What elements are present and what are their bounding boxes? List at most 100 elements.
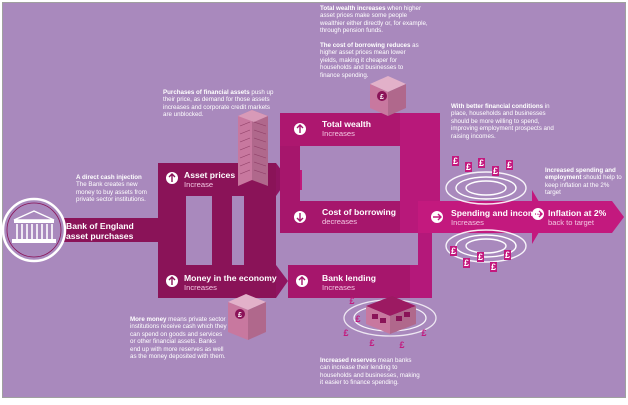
- pound-sign-icon: £: [450, 246, 457, 256]
- wealth-block-icon: £: [370, 76, 406, 116]
- note-financial-assets-body: push up their price, as demand for those…: [163, 89, 274, 119]
- note-cash-head: A direct cash injection: [76, 174, 142, 181]
- total-wealth-label: Total wealth Increases: [322, 119, 371, 138]
- svg-text:£: £: [507, 160, 512, 170]
- money-title: Money in the economy: [184, 273, 277, 283]
- pound-sign-icon: £: [478, 158, 485, 168]
- spending-label: Spending and income Increases: [451, 208, 540, 227]
- inflation-label: Inflation at 2% back to target: [548, 208, 606, 227]
- up-arrow-icon: [294, 123, 306, 135]
- note-more-money-head: More money: [130, 316, 167, 323]
- note-wealth-body: when higher asset prices make some peopl…: [320, 5, 428, 35]
- borrowing-sub: decreases: [322, 217, 358, 226]
- pound-coins-icon: £ £ £ £ £ £ £ £ £ £: [450, 156, 513, 272]
- inflation-title: Inflation at 2%: [548, 208, 607, 218]
- note-total-wealth: Total wealth increases when higher asset…: [320, 5, 432, 35]
- boe-label: Bank of England asset purchases: [66, 221, 134, 241]
- note-cost-of-borrowing: The cost of borrowing reduces as higher …: [320, 42, 420, 79]
- note-increased-spending-body: should help to keep inflation at the 2% …: [545, 174, 622, 197]
- note-conditions-body: in place, households and businesses shou…: [451, 103, 554, 140]
- svg-text:£: £: [380, 94, 384, 101]
- note-increased-spending-head: Increased spending and employment: [545, 167, 616, 182]
- money-sub: Increases: [184, 283, 217, 292]
- inflation-arrow: [534, 201, 624, 233]
- pound-sign-icon: £: [349, 296, 354, 306]
- right-arrow-icon: [431, 211, 443, 223]
- note-reserves-head: Increased reserves: [320, 357, 377, 364]
- bank-of-england-building-icon: [1, 197, 67, 263]
- inner-connector-right: [244, 196, 276, 265]
- pound-sign-icon: £: [355, 314, 360, 324]
- bank-lending-label: Bank lending Increases: [322, 273, 376, 292]
- note-reserves-body: mean banks can increase their lending to…: [320, 357, 420, 387]
- inflation-sub: back to target: [548, 218, 595, 227]
- borrowing-label: Cost of borrowing decreases: [322, 207, 396, 226]
- note-borrow-head: The cost of borrowing reduces: [320, 42, 411, 49]
- note-more-money: More money means private sector institut…: [130, 316, 228, 360]
- note-increased-spending: Increased spending and employment should…: [545, 167, 625, 197]
- spending-arrow: [418, 190, 548, 244]
- note-borrow-body: as higher asset prices mean lower yields…: [320, 42, 419, 79]
- bank-lending-title: Bank lending: [322, 273, 376, 283]
- svg-text:£: £: [505, 250, 510, 260]
- pound-sign-icon: £: [506, 160, 513, 170]
- bank-lending-arrowhead: [410, 220, 432, 298]
- bank-lending-sub: Increases: [322, 283, 355, 292]
- note-cash-injection: A direct cash injection The Bank creates…: [76, 174, 156, 204]
- boe-line2: asset purchases: [66, 231, 134, 241]
- boe-arrow: [60, 208, 172, 252]
- pound-sign-icon: £: [369, 338, 374, 348]
- asset-prices-sub: Increase: [184, 180, 214, 189]
- svg-text:£: £: [479, 158, 484, 168]
- svg-text:£: £: [453, 156, 458, 166]
- down-arrow-icon: [294, 211, 306, 223]
- inner-connector-left: [212, 196, 232, 265]
- note-cash-body: The Bank creates new money to buy assets…: [76, 181, 147, 204]
- money-block-icon: £: [228, 294, 266, 340]
- svg-text:£: £: [491, 262, 496, 272]
- note-increased-reserves: Increased reserves mean banks can increa…: [320, 357, 420, 387]
- bank-pound-signs-icon: £ £ £ £ £ £: [343, 296, 426, 350]
- money-arrowhead: [276, 265, 288, 298]
- spending-sub: Increases: [451, 218, 484, 227]
- pound-sign-icon: £: [421, 328, 426, 338]
- svg-text:£: £: [478, 252, 483, 262]
- svg-text:£: £: [466, 162, 471, 172]
- total-wealth-sub: Increases: [322, 129, 355, 138]
- pound-sign-icon: £: [463, 258, 470, 268]
- note-financial-assets: Purchases of financial assets push up th…: [163, 89, 278, 119]
- up-arrow-icon: [296, 275, 308, 287]
- right-arrow-icon: [532, 208, 544, 220]
- pound-sign-icon: £: [465, 162, 472, 172]
- svg-text:£: £: [451, 246, 456, 256]
- note-financial-assets-head: Purchases of financial assets: [163, 89, 250, 96]
- svg-text:£: £: [493, 166, 498, 176]
- pound-sign-icon: £: [492, 166, 499, 176]
- spending-title: Spending and income: [451, 208, 541, 218]
- borrowing-title: Cost of borrowing: [322, 207, 396, 217]
- pound-sign-icon: £: [490, 262, 497, 272]
- note-conditions-head: With better financial conditions: [451, 103, 544, 110]
- money-label: Money in the economy Increases: [184, 273, 277, 292]
- bank-lending-box: [288, 265, 410, 298]
- diagram-frame: [2, 2, 626, 398]
- svg-text:£: £: [238, 312, 242, 319]
- note-wealth-head: Total wealth increases: [320, 5, 386, 12]
- total-wealth-title: Total wealth: [322, 119, 372, 129]
- pound-sign-icon: £: [452, 156, 459, 166]
- note-financial-conditions: With better financial conditions in plac…: [451, 103, 555, 140]
- asset-prices-label: Asset prices Increase: [184, 170, 235, 189]
- asset-prices-title: Asset prices: [184, 170, 236, 180]
- skyscraper-icon: [238, 110, 268, 186]
- svg-text:£: £: [464, 258, 469, 268]
- note-more-money-body: means private sector institutions receiv…: [130, 316, 227, 361]
- boe-line1: Bank of England: [66, 221, 134, 231]
- pound-sign-icon: £: [343, 328, 348, 338]
- pound-sign-icon: £: [399, 340, 404, 350]
- up-arrow-icon: [166, 172, 178, 184]
- pound-sign-icon: £: [477, 252, 484, 262]
- pound-sign-icon: £: [504, 250, 511, 260]
- up-arrow-icon: [166, 275, 178, 287]
